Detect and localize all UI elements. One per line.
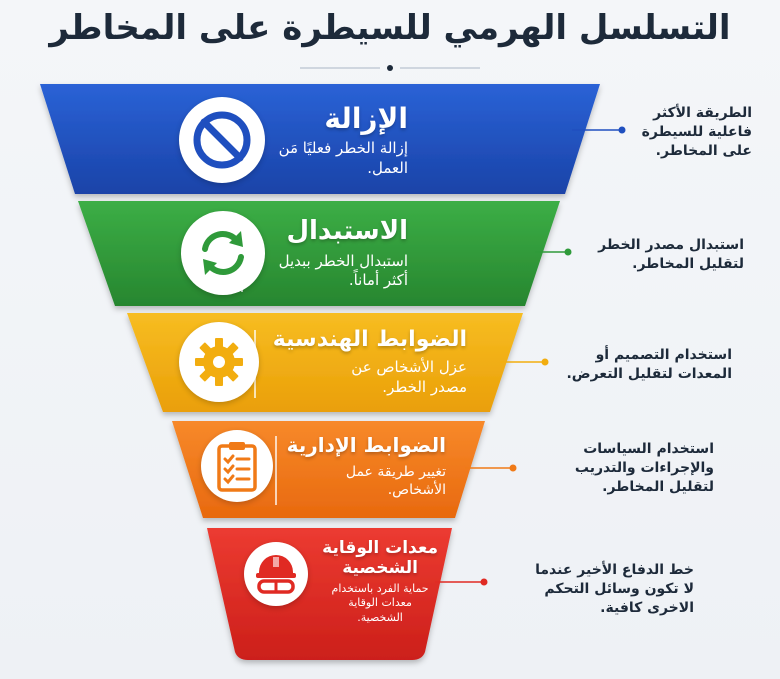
- side-note-line: المعدات لتقليل التعرض.: [566, 365, 732, 382]
- side-note-line: استبدال مصدر الخطر: [598, 237, 744, 253]
- side-note-line: على المخاطر.: [655, 142, 752, 159]
- tier-description: استبدال الخطر ببديل: [278, 251, 408, 270]
- side-note-line: خط الدفاع الأخير عندما: [535, 562, 694, 578]
- refresh-arrows-icon: [180, 211, 265, 295]
- tier-description: الشخصية.: [357, 610, 403, 624]
- tier-title: الإزالة: [324, 102, 408, 135]
- tier-description: إزالة الخطر فعليًا مَن: [278, 139, 408, 157]
- gear-icon: [178, 322, 259, 402]
- side-note-substitution: استبدال مصدر الخطر لتقليل المخاطر.: [598, 236, 744, 274]
- tier-title: الضوابط الإدارية: [286, 432, 446, 457]
- tier-description: تغيير طريقة عمل: [345, 463, 446, 480]
- side-note-line: الاخرى كافية.: [600, 599, 694, 616]
- tier-elimination: الإزالة إزالة الخطر فعليًا مَن العمل.: [128, 97, 408, 183]
- side-note-line: استخدام السياسات: [583, 441, 714, 457]
- tier-substitution: الاستبدال استبدال الخطر ببديل أكثر أمانا…: [128, 211, 408, 295]
- tier-description: مصدر الخطر.: [382, 377, 467, 396]
- side-note-ppe: خط الدفاع الأخير عندما لا تكون وسائل الت…: [535, 561, 694, 618]
- side-note-line: لا تكون وسائل التحكم: [544, 580, 694, 597]
- side-note-engineering: استخدام التصميم أو المعدات لتقليل التعرض…: [566, 346, 732, 384]
- tier-administrative: الضوابط الإدارية تغيير طريقة عمل الأشخاص…: [198, 430, 446, 502]
- tier-description: حماية الفرد باستخدام: [331, 582, 429, 595]
- tier-title: الاستبدال: [286, 215, 408, 246]
- tier-ppe: معدات الوقاية الشخصية حماية الفرد باستخد…: [214, 538, 438, 625]
- side-note-line: الطريقة الأكثر: [653, 105, 752, 121]
- side-note-line: لتقليل المخاطر.: [602, 478, 714, 495]
- tier-title: الشخصية: [342, 558, 418, 578]
- side-note-administrative: استخدام السياسات والإجراءات والتدريب لتق…: [575, 440, 714, 497]
- tier-elimination-band: [40, 84, 600, 194]
- title-divider: [300, 65, 480, 71]
- side-note-line: استخدام التصميم أو: [595, 347, 732, 363]
- tier-description: أكثر أماناً.: [348, 271, 408, 289]
- tier-description: الأشخاص.: [387, 482, 446, 498]
- tier-description: عزل الأشخاص عن: [351, 358, 467, 376]
- tier-description: معدات الوقاية: [348, 596, 412, 610]
- side-note-line: والإجراءات والتدريب: [574, 459, 714, 476]
- side-note-elimination: الطريقة الأكثر فاعلية للسيطرة على المخاط…: [642, 104, 752, 161]
- prohibition-icon: [178, 97, 265, 183]
- clipboard-checklist-icon: [200, 430, 273, 502]
- side-note-line: فاعلية للسيطرة: [641, 123, 752, 140]
- connector-lines: [435, 126, 626, 586]
- tier-title: الضوابط الهندسية: [272, 327, 467, 352]
- tier-description: العمل.: [367, 158, 408, 177]
- hard-hat-goggles-icon: [244, 542, 309, 606]
- page-title: التسلسل الهرمي للسيطرة على المخاطر: [49, 8, 731, 48]
- tier-title: معدات الوقاية: [322, 538, 438, 558]
- side-note-line: لتقليل المخاطر.: [632, 255, 744, 272]
- tier-engineering: الضوابط الهندسية عزل الأشخاص عن مصدر الخ…: [162, 322, 467, 402]
